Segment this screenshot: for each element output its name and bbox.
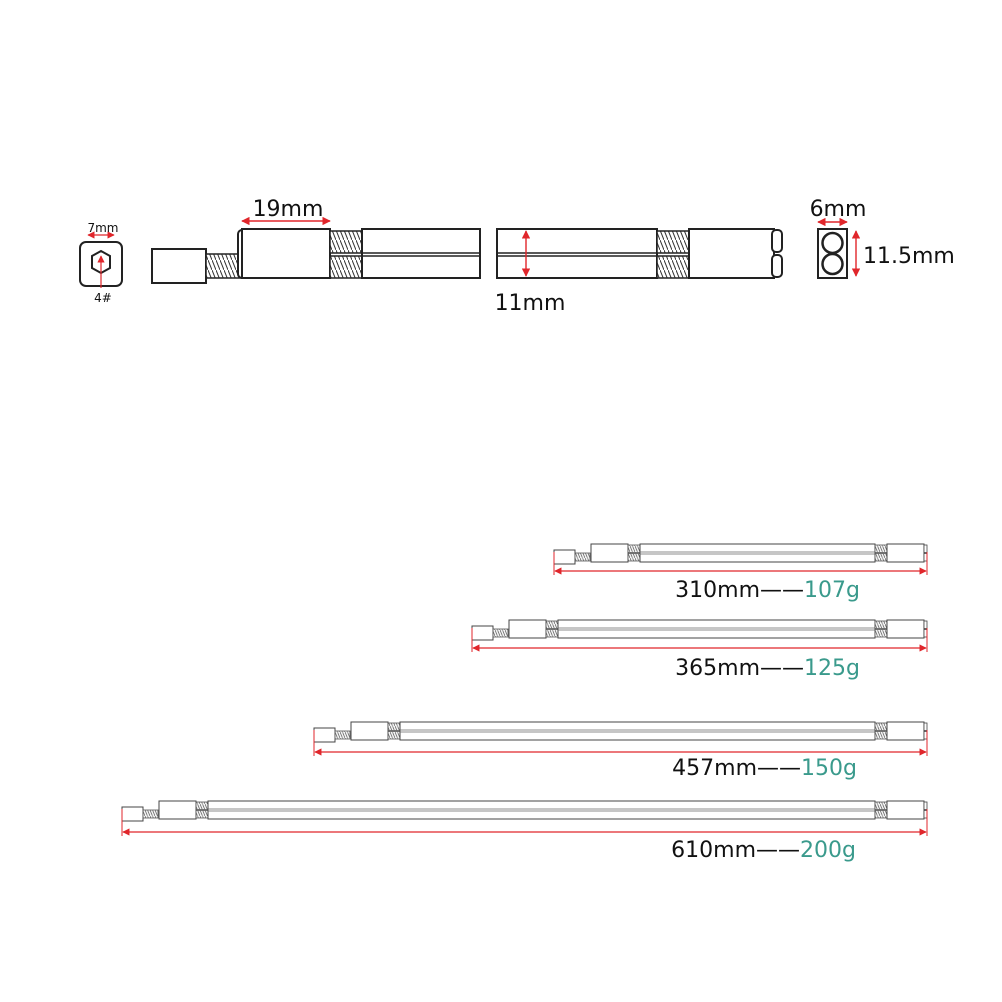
variant-right-block <box>886 543 925 563</box>
variant-tube <box>639 543 876 563</box>
variant-left-thread-lower <box>627 553 641 562</box>
left-end-nut <box>151 248 207 284</box>
variant-right-thread-lower <box>874 810 888 819</box>
profile-lower-hole <box>821 252 844 276</box>
variant-length-label: 457mm <box>672 756 757 781</box>
variant-right-cap-upper <box>923 544 928 553</box>
variant-right-thread-lower <box>874 553 888 562</box>
variant-610mm: 610mm——200g <box>121 800 928 863</box>
variant-left-thread-lower <box>387 731 401 740</box>
variant-separator: —— <box>757 756 801 781</box>
variant-right-thread-upper <box>874 801 888 810</box>
variant-right-cap-upper <box>923 801 928 810</box>
variant-left-thread-upper <box>387 722 401 731</box>
variant-right-thread-upper <box>874 620 888 629</box>
variant-310mm: 310mm——107g <box>553 543 928 603</box>
right-lower-cap <box>771 254 783 278</box>
variant-stud <box>334 730 351 740</box>
variant-left-block <box>590 543 629 563</box>
detail-drawing: 7mm 4# 19mm 11mm <box>79 197 955 316</box>
variant-spec-label: 365mm——125g <box>675 656 860 681</box>
variant-left-block <box>350 721 389 741</box>
left-threaded-stud <box>205 253 243 279</box>
variant-right-thread-lower <box>874 731 888 740</box>
block-length-label: 19mm <box>253 197 324 222</box>
variant-end-nut <box>553 549 576 565</box>
variant-spec-label: 610mm——200g <box>671 838 856 863</box>
cross-section-profile: 6mm 11.5mm <box>810 197 955 279</box>
variant-tube <box>399 721 876 741</box>
variant-right-cap-upper <box>923 722 928 731</box>
right-upper-cap <box>771 229 783 253</box>
variant-right-block <box>886 721 925 741</box>
variant-weight-label: 107g <box>804 578 860 603</box>
variant-left-block <box>508 619 547 639</box>
variant-left-block <box>158 800 197 820</box>
profile-width-label: 6mm <box>810 197 867 222</box>
variant-right-thread-upper <box>874 722 888 731</box>
variant-left-thread-lower <box>545 629 559 638</box>
variant-separator: —— <box>760 578 804 603</box>
rod-height-label: 11mm <box>495 291 566 316</box>
variant-left-thread-upper <box>627 544 641 553</box>
variant-weight-label: 125g <box>804 656 860 681</box>
variant-right-block <box>886 800 925 820</box>
variant-right-block <box>886 619 925 639</box>
variant-right-thread-upper <box>874 544 888 553</box>
variant-length-label: 610mm <box>671 838 756 863</box>
variant-end-nut <box>121 806 144 822</box>
left-end-block <box>241 228 331 279</box>
variant-right-thread-lower <box>874 629 888 638</box>
profile-height-label: 11.5mm <box>863 244 955 269</box>
variant-left-thread-lower <box>195 810 209 819</box>
variant-365mm: 365mm——125g <box>471 619 928 681</box>
socket-end-view: 7mm 4# <box>79 221 123 305</box>
length-variants: 310mm——107g365mm——125g457mm——150g610mm——… <box>121 543 928 863</box>
variant-left-thread-upper <box>195 801 209 810</box>
variant-end-nut <box>471 625 494 641</box>
variant-457mm: 457mm——150g <box>313 721 928 781</box>
variant-end-nut <box>313 727 336 743</box>
variant-tube <box>557 619 876 639</box>
variant-separator: —— <box>756 838 800 863</box>
left-lower-thread <box>329 255 363 279</box>
variant-stud <box>574 552 591 562</box>
variant-separator: —— <box>760 656 804 681</box>
socket-number-label: 4# <box>94 291 112 305</box>
right-upper-thread <box>656 230 690 254</box>
variant-weight-label: 150g <box>801 756 857 781</box>
right-end-block <box>688 228 775 279</box>
variant-right-cap-upper <box>923 620 928 629</box>
right-lower-thread <box>656 255 690 279</box>
left-upper-thread <box>329 230 363 254</box>
socket-size-label: 7mm <box>87 221 118 235</box>
variant-tube <box>207 800 876 820</box>
variant-length-label: 310mm <box>675 578 760 603</box>
profile-upper-hole <box>821 231 844 255</box>
variant-weight-label: 200g <box>800 838 856 863</box>
variant-spec-label: 457mm——150g <box>672 756 857 781</box>
variant-length-label: 365mm <box>675 656 760 681</box>
variant-stud <box>492 628 509 638</box>
variant-left-thread-upper <box>545 620 559 629</box>
variant-spec-label: 310mm——107g <box>675 578 860 603</box>
variant-stud <box>142 809 159 819</box>
